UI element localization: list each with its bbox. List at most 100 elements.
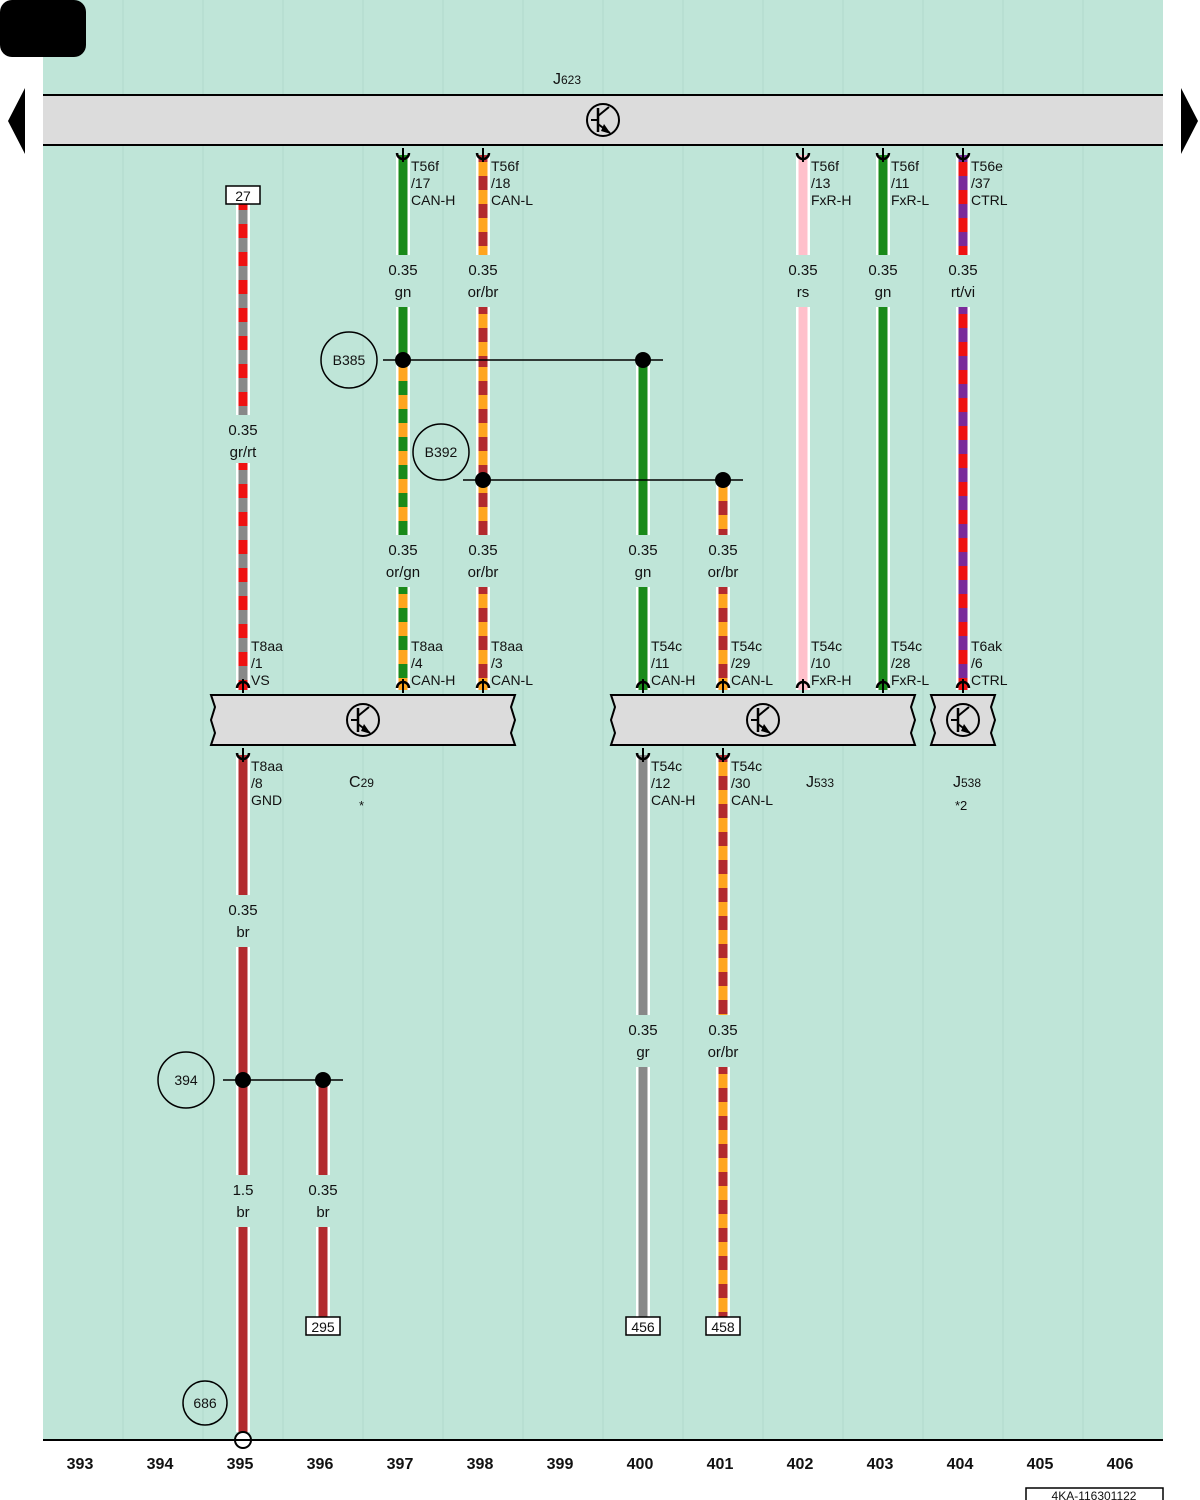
transistor-icon	[746, 703, 780, 737]
splice-label: B385	[333, 352, 366, 368]
column-number: 402	[787, 1456, 814, 1473]
connector-label: /4	[411, 655, 423, 671]
wire-gauge-label: 0.35	[948, 262, 977, 279]
reference-box-456[interactable]: 456	[625, 1316, 661, 1336]
splice-s394: 394	[157, 1051, 331, 1109]
connector-label: T56f	[411, 158, 439, 174]
column-number: 393	[67, 1456, 94, 1473]
connector-label: CAN-H	[411, 672, 455, 688]
wire-color-label: br	[236, 1204, 249, 1221]
wire-gauge-label: 0.35	[388, 542, 417, 559]
wire-color-label: or/br	[708, 564, 739, 581]
connector-label: T8aa	[251, 638, 283, 654]
splice-s686: 686	[182, 1380, 228, 1426]
wire-gauge-label: 0.35	[788, 262, 817, 279]
connector-label: FxR-L	[891, 672, 929, 688]
connector-label: /3	[491, 655, 503, 671]
module-j538-note: *2	[955, 798, 967, 813]
connector-pins: T56f/17CAN-HT56f/18CAN-LT56f/13FxR-HT56f…	[235, 148, 1008, 808]
connector-label: FxR-L	[891, 192, 929, 208]
connector-label: T54c	[731, 758, 762, 774]
column-number: 398	[467, 1456, 494, 1473]
connector-label: T6ak	[971, 638, 1003, 654]
reference-box-458[interactable]: 458	[705, 1316, 741, 1336]
connector-label: /30	[731, 775, 751, 791]
wire-color-label: rs	[797, 284, 810, 301]
module-c29-note: *	[359, 798, 364, 813]
connector-label: /11	[891, 175, 910, 191]
next-page-arrow-icon[interactable]	[1181, 88, 1198, 154]
connector-label: T54c	[891, 638, 922, 654]
connector-label: /28	[891, 655, 911, 671]
column-number: 394	[147, 1456, 174, 1473]
connector-label: T56f	[491, 158, 519, 174]
connector-label: CAN-H	[651, 792, 695, 808]
wire-color-label: gn	[395, 284, 412, 301]
connector-pin-p395c: T8aa/1VS	[235, 638, 283, 693]
connector-label: GND	[251, 792, 282, 808]
wire-gauge-label: 0.35	[468, 262, 497, 279]
connector-label: T8aa	[251, 758, 283, 774]
transistor-icon	[586, 103, 620, 137]
connector-label: CAN-L	[731, 792, 773, 808]
wire-gauge-label: 0.35	[228, 422, 257, 439]
reference-box-295[interactable]: 295	[305, 1316, 341, 1336]
junction-dot	[475, 472, 491, 488]
connector-label: /13	[811, 175, 831, 191]
page-tab	[0, 0, 86, 57]
previous-page-arrow-icon[interactable]	[8, 88, 25, 154]
connector-label: FxR-H	[811, 192, 851, 208]
wire-color-label: or/br	[468, 284, 499, 301]
wire-color-label: or/br	[468, 564, 499, 581]
splice-label: 394	[174, 1072, 198, 1088]
wire-color-label: or/br	[708, 1044, 739, 1061]
splice-label: 686	[193, 1395, 217, 1411]
column-number: 400	[627, 1456, 654, 1473]
connector-label: /17	[411, 175, 431, 191]
svg-text:456: 456	[631, 1319, 655, 1335]
connector-label: /6	[971, 655, 983, 671]
junction-dot	[395, 352, 411, 368]
connector-label: /10	[811, 655, 831, 671]
splice-B385: B385	[320, 331, 651, 389]
column-number: 401	[707, 1456, 734, 1473]
connector-label: T54c	[651, 638, 682, 654]
connector-label: /37	[971, 175, 991, 191]
column-number: 403	[867, 1456, 894, 1473]
connector-label: CTRL	[971, 192, 1008, 208]
junction-dot	[635, 352, 651, 368]
svg-text:458: 458	[711, 1319, 735, 1335]
junction-dot	[235, 1072, 251, 1088]
wire-gauge-label: 0.35	[868, 262, 897, 279]
module-j623-bar	[43, 95, 1163, 145]
module-j538-label: J538	[953, 774, 981, 791]
wire-color-label: gr/rt	[230, 444, 258, 461]
module-j538	[929, 694, 997, 746]
module-j623-label: J623	[553, 71, 581, 88]
connector-label: CAN-L	[491, 672, 533, 688]
reference-box-27[interactable]: 27	[225, 185, 261, 205]
wire-color-label: br	[236, 924, 249, 941]
wire-labels: 0.35gn0.35or/br0.35rs0.35gn0.35rt/vi0.35…	[228, 262, 977, 1221]
connector-label: T54c	[651, 758, 682, 774]
column-number: 397	[387, 1456, 414, 1473]
connector-label: VS	[251, 672, 270, 688]
wire-gauge-label: 0.35	[308, 1182, 337, 1199]
connector-label: T54c	[811, 638, 842, 654]
wire-gauge-label: 0.35	[628, 542, 657, 559]
connector-label: T8aa	[491, 638, 523, 654]
